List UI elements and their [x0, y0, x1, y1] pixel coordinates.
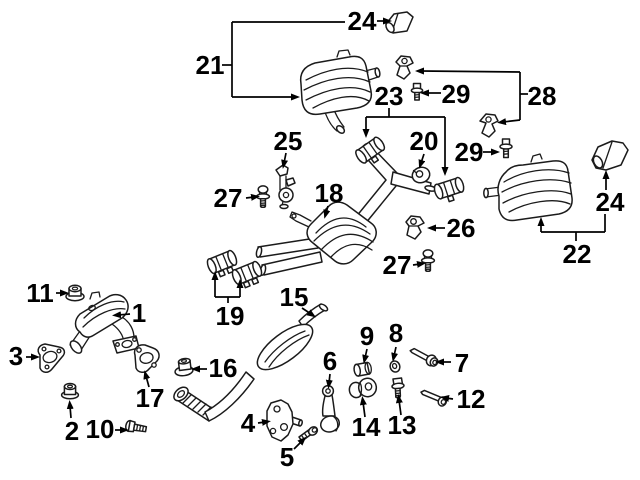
part-bolt-5[interactable] — [298, 425, 319, 442]
callout-21[interactable]: 21 — [196, 50, 225, 80]
leader-line-1-27 — [112, 311, 131, 319]
part-nut-2[interactable] — [60, 382, 80, 400]
callout-16[interactable]: 16 — [209, 353, 238, 383]
callout-14[interactable]: 14 — [352, 412, 381, 442]
callout-24-right[interactable]: 24 — [596, 187, 625, 217]
callout-24-top[interactable]: 24 — [348, 6, 377, 36]
leader-line-6-40 — [325, 373, 333, 389]
callout-4[interactable]: 4 — [241, 408, 256, 438]
callout-11[interactable]: 11 — [26, 278, 54, 308]
callout-19[interactable]: 19 — [216, 301, 245, 331]
part-bolt-27-left[interactable] — [255, 185, 271, 209]
callout-27-right[interactable]: 27 — [383, 250, 412, 280]
callout-22[interactable]: 22 — [563, 239, 592, 269]
part-catalytic-converter[interactable] — [68, 291, 140, 355]
part-bolt-13[interactable] — [391, 377, 405, 399]
callout-29-mid[interactable]: 29 — [455, 137, 484, 167]
leader-line-20-15 — [418, 153, 426, 169]
part-rear-muffler-right[interactable] — [483, 153, 573, 222]
callout-25[interactable]: 25 — [274, 126, 303, 156]
callout-13[interactable]: 13 — [388, 410, 417, 440]
part-front-pipe[interactable] — [171, 303, 329, 422]
leader-line-28-8 — [497, 118, 521, 126]
part-exhaust-tip-right[interactable] — [591, 140, 629, 171]
leader-line-12-46 — [440, 394, 454, 402]
part-clamp-23-left[interactable] — [354, 136, 390, 169]
callout-2[interactable]: 2 — [65, 416, 79, 446]
leader-line-25-16 — [281, 152, 289, 169]
part-nut-11[interactable] — [65, 284, 85, 302]
leader-line-17-35 — [143, 370, 151, 388]
leader-line-2-36 — [66, 400, 74, 419]
part-clamp-19-left[interactable] — [206, 249, 241, 279]
leader-line-4-38 — [257, 418, 271, 426]
leader-line-13-45 — [395, 394, 403, 416]
callout-9[interactable]: 9 — [360, 321, 374, 351]
part-bracket-4[interactable] — [266, 399, 303, 442]
part-washer-8[interactable] — [389, 360, 402, 374]
callout-28[interactable]: 28 — [528, 81, 557, 111]
callout-29-top[interactable]: 29 — [442, 79, 471, 109]
part-bolt-29-mid[interactable] — [499, 138, 513, 159]
leader-line-28-7 — [415, 67, 521, 75]
callout-17[interactable]: 17 — [136, 383, 165, 413]
part-bolt-7[interactable] — [409, 347, 439, 368]
callout-26[interactable]: 26 — [447, 213, 476, 243]
part-hanger-bracket-top[interactable] — [395, 55, 414, 80]
callout-6[interactable]: 6 — [323, 346, 337, 376]
part-hanger-6[interactable] — [319, 384, 342, 435]
callout-1[interactable]: 1 — [132, 298, 146, 328]
leader-line-15-33 — [301, 307, 316, 318]
callout-20[interactable]: 20 — [410, 126, 439, 156]
leader-line-8-42 — [391, 346, 399, 362]
callout-8[interactable]: 8 — [389, 318, 403, 348]
callout-27-left[interactable]: 27 — [214, 183, 243, 213]
part-clamp-23-right[interactable] — [433, 176, 467, 204]
part-bolt-29-top[interactable] — [410, 82, 424, 101]
leader-line-9-41 — [362, 348, 370, 364]
part-bushing-9[interactable] — [353, 361, 372, 377]
part-rear-muffler-left[interactable] — [299, 49, 381, 135]
part-gasket-3[interactable] — [37, 343, 66, 373]
callout-15[interactable]: 15 — [280, 282, 309, 312]
callout-3[interactable]: 3 — [9, 341, 23, 371]
part-bolt-10[interactable] — [125, 419, 148, 434]
leader-line-27-left-17 — [245, 193, 260, 201]
part-hanger-25[interactable] — [275, 164, 296, 210]
part-bolt-27-right[interactable] — [420, 249, 436, 273]
leader-line-27-right-20 — [412, 260, 426, 268]
part-nut-16[interactable] — [174, 357, 194, 377]
callout-23[interactable]: 23 — [375, 81, 404, 111]
part-clamp-19-right[interactable] — [231, 260, 266, 290]
part-mount-14[interactable] — [348, 377, 378, 399]
part-bracket-26[interactable] — [405, 215, 425, 240]
part-bolt-12[interactable] — [420, 389, 448, 407]
part-gasket-17[interactable] — [133, 344, 160, 373]
leader-line-18-18 — [323, 205, 331, 219]
callout-5[interactable]: 5 — [280, 442, 294, 472]
part-exhaust-tip-top[interactable] — [384, 11, 414, 34]
callout-12[interactable]: 12 — [457, 384, 486, 414]
part-hanger-bracket-mid[interactable] — [479, 113, 499, 138]
callout-18[interactable]: 18 — [315, 178, 344, 208]
leader-line-5-39 — [293, 436, 307, 450]
leader-line-14-44 — [359, 396, 367, 418]
callout-7[interactable]: 7 — [455, 348, 469, 378]
callout-10[interactable]: 10 — [86, 414, 115, 444]
